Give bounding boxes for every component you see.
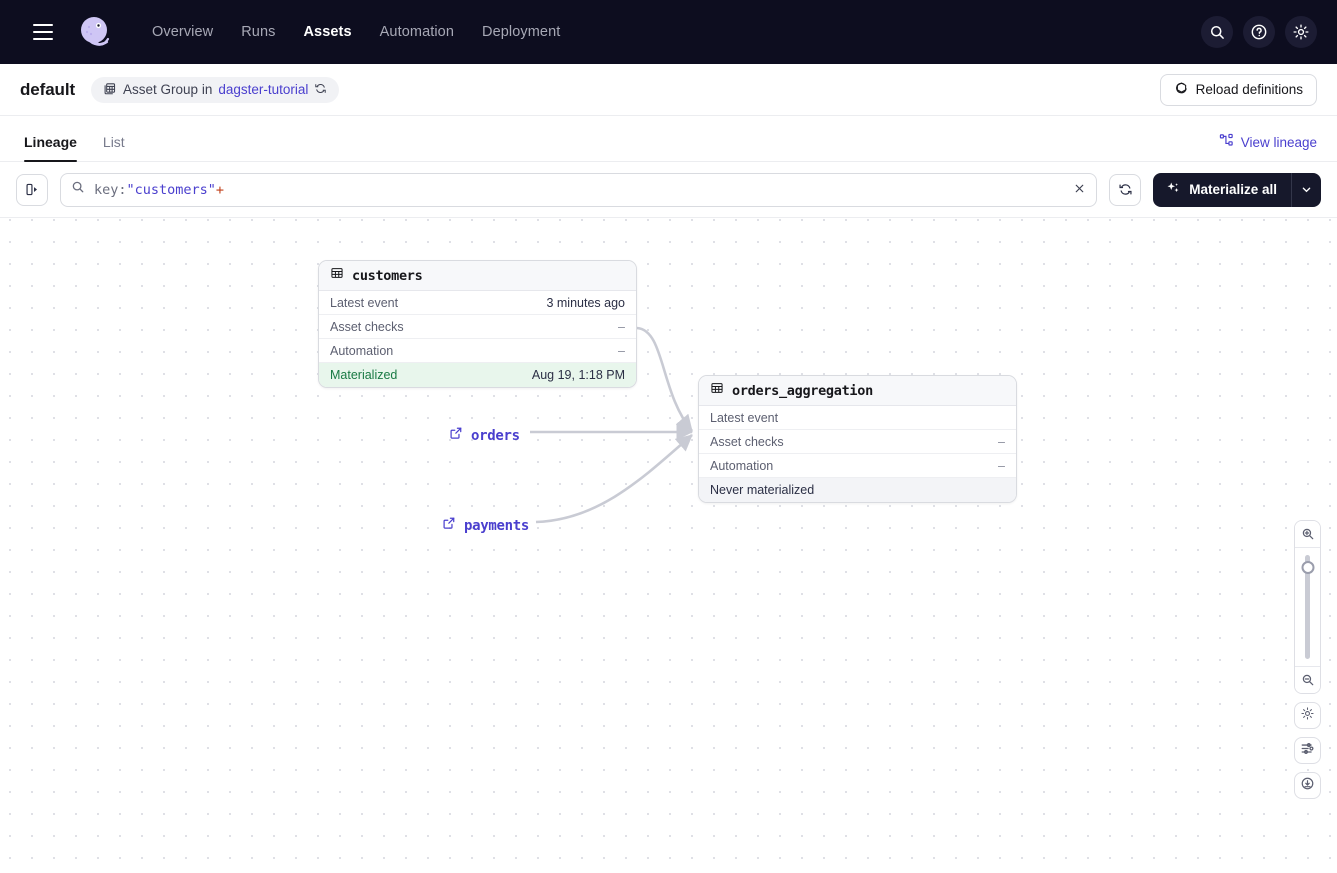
- external-asset-label: payments: [464, 517, 530, 534]
- expand-sidebar-icon[interactable]: [16, 173, 48, 206]
- tab-lineage[interactable]: Lineage: [24, 134, 77, 162]
- node-row-label: Automation: [330, 343, 394, 358]
- sparkle-icon: [1166, 181, 1181, 199]
- external-asset-label: orders: [471, 427, 520, 444]
- reload-definitions-label: Reload definitions: [1195, 82, 1303, 97]
- query-token-operator: +: [215, 181, 225, 198]
- close-icon[interactable]: [1073, 182, 1086, 198]
- page-title: default: [20, 79, 76, 99]
- node-row-value[interactable]: Aug 19, 1:18 PM: [531, 368, 625, 382]
- graph-settings-button[interactable]: [1294, 702, 1321, 729]
- lineage-graph-canvas[interactable]: customers Latest event 3 minutes ago Ass…: [0, 218, 1337, 868]
- node-row-value: –: [618, 343, 625, 358]
- gear-icon: [1300, 706, 1315, 726]
- chevron-down-icon[interactable]: [1291, 172, 1321, 207]
- top-navbar: Overview Runs Assets Automation Deployme…: [0, 0, 1337, 64]
- help-circle-icon[interactable]: [1243, 16, 1275, 48]
- zoom-slider-rail: [1305, 555, 1310, 659]
- fit-to-screen-icon: [1300, 776, 1315, 796]
- node-row-label: Automation: [710, 458, 774, 473]
- view-lineage-button[interactable]: View lineage: [1219, 133, 1317, 151]
- node-row-never-materialized[interactable]: Never materialized: [699, 478, 1016, 502]
- node-row-value: –: [998, 434, 1005, 449]
- search-icon[interactable]: [1201, 16, 1233, 48]
- reload-definitions-button[interactable]: Reload definitions: [1159, 73, 1317, 106]
- asset-group-chip[interactable]: Asset Group in dagster-tutorial: [91, 76, 340, 103]
- nav-link-deployment[interactable]: Deployment: [482, 24, 561, 40]
- zoom-in-icon[interactable]: [1295, 521, 1320, 548]
- zoom-slider-thumb[interactable]: [1301, 561, 1314, 574]
- node-row-asset-checks[interactable]: Asset checks –: [699, 430, 1016, 454]
- node-row-label: Latest event: [710, 410, 779, 425]
- asset-node-header: customers: [319, 261, 636, 291]
- nav-link-runs[interactable]: Runs: [241, 24, 276, 40]
- external-link-icon: [449, 426, 463, 445]
- asset-node-header: orders_aggregation: [699, 376, 1016, 406]
- hamburger-icon[interactable]: [26, 15, 60, 49]
- materialize-all-button-group[interactable]: Materialize all: [1153, 172, 1321, 207]
- view-lineage-label: View lineage: [1240, 134, 1317, 150]
- node-row-latest-event[interactable]: Latest event 3 minutes ago: [319, 291, 636, 315]
- node-row-label: Never materialized: [710, 483, 815, 497]
- node-row-label: Asset checks: [710, 434, 784, 449]
- nav-link-overview[interactable]: Overview: [152, 24, 214, 40]
- zoom-slider-stack: [1294, 520, 1321, 694]
- asset-node-orders-aggregation[interactable]: orders_aggregation Latest event Asset ch…: [698, 375, 1017, 503]
- query-token-value: "customers": [126, 181, 216, 198]
- node-row-automation[interactable]: Automation –: [319, 339, 636, 363]
- asset-node-title: customers: [352, 267, 423, 284]
- tabs-row: Lineage List View lineage: [0, 116, 1337, 162]
- node-row-automation[interactable]: Automation –: [699, 454, 1016, 478]
- graph-options-button[interactable]: [1294, 737, 1321, 764]
- node-row-label: Asset checks: [330, 319, 404, 334]
- node-row-value: –: [998, 458, 1005, 473]
- graph-edges: [530, 326, 694, 524]
- node-row-value: –: [618, 319, 625, 334]
- reload-definitions-icon: [1174, 81, 1189, 99]
- zoom-controls: [1294, 520, 1321, 799]
- asset-search-input[interactable]: key:"customers"+: [60, 172, 1098, 207]
- zoom-slider[interactable]: [1295, 548, 1320, 666]
- node-row-label: Materialized: [330, 368, 398, 382]
- query-token-key: key:: [94, 181, 127, 198]
- navbar-actions: [1201, 16, 1317, 48]
- table-icon: [710, 381, 724, 400]
- external-asset-node-orders[interactable]: orders: [449, 426, 520, 445]
- node-row-materialized[interactable]: Materialized Aug 19, 1:18 PM: [319, 363, 636, 387]
- asset-node-customers[interactable]: customers Latest event 3 minutes ago Ass…: [318, 260, 637, 388]
- node-row-asset-checks[interactable]: Asset checks –: [319, 315, 636, 339]
- filter-bar: key:"customers"+ Materialize all: [0, 162, 1337, 218]
- page-header: default Asset Group in dagster-tutorial …: [0, 64, 1337, 116]
- refresh-icon[interactable]: [1109, 173, 1142, 206]
- asset-group-icon: [103, 81, 117, 98]
- node-row-value[interactable]: 3 minutes ago: [546, 295, 625, 310]
- nav-link-assets[interactable]: Assets: [303, 24, 352, 40]
- external-asset-node-payments[interactable]: payments: [442, 516, 529, 535]
- node-row-latest-event[interactable]: Latest event: [699, 406, 1016, 430]
- refresh-icon[interactable]: [314, 82, 327, 98]
- sliders-icon: [1300, 741, 1315, 761]
- materialize-all-button[interactable]: Materialize all: [1153, 173, 1291, 207]
- zoom-out-icon[interactable]: [1295, 666, 1320, 693]
- search-icon: [71, 180, 85, 199]
- primary-nav: Overview Runs Assets Automation Deployme…: [152, 24, 560, 40]
- external-link-icon: [442, 516, 456, 535]
- tab-list[interactable]: List: [102, 134, 125, 150]
- asset-node-title: orders_aggregation: [732, 382, 873, 399]
- nav-link-automation[interactable]: Automation: [379, 24, 455, 40]
- dagster-logo[interactable]: [72, 10, 116, 54]
- asset-group-chip-prefix: Asset Group in: [123, 82, 213, 97]
- table-icon: [330, 266, 344, 285]
- search-query-text: key:"customers"+: [94, 182, 224, 198]
- node-row-label: Latest event: [330, 295, 399, 310]
- asset-group-chip-link[interactable]: dagster-tutorial: [218, 82, 309, 97]
- materialize-all-label: Materialize all: [1189, 182, 1277, 197]
- lineage-graph-icon: [1219, 133, 1234, 151]
- fit-to-screen-button[interactable]: [1294, 772, 1321, 799]
- gear-icon[interactable]: [1285, 16, 1317, 48]
